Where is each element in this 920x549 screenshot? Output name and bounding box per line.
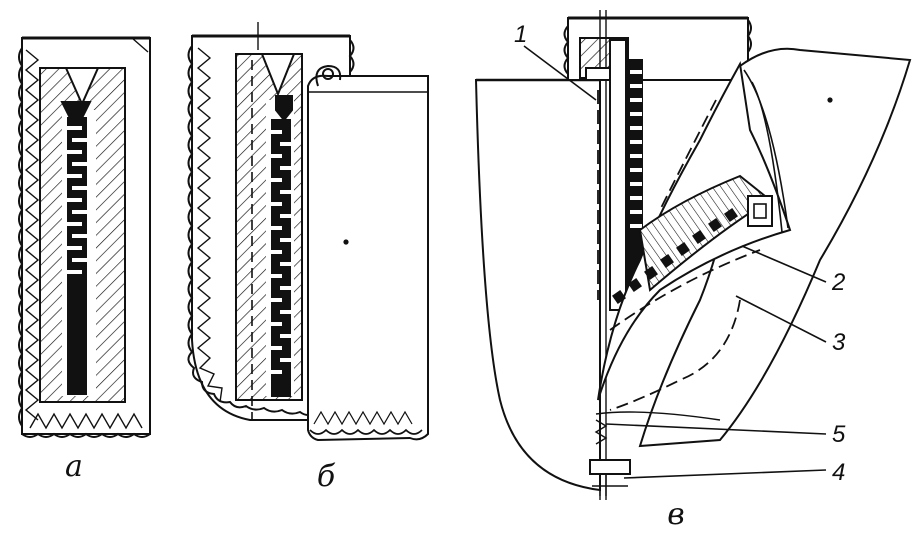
callout-1: 1 <box>514 21 527 48</box>
zipper-slider <box>275 95 293 122</box>
leader-2 <box>741 245 827 283</box>
zipper-teeth-diagonal <box>612 208 738 304</box>
callout-leaders <box>523 45 827 479</box>
zigzag-left <box>24 49 40 421</box>
panel-c <box>474 10 912 500</box>
panel-b <box>187 22 429 442</box>
overlock-edge-bottom <box>21 432 151 438</box>
callout-3: 3 <box>832 329 846 356</box>
panel-label-c: в <box>667 497 684 532</box>
zipper-teeth <box>67 117 87 395</box>
callout-2: 2 <box>831 269 845 296</box>
panel-label-a: а <box>65 449 83 484</box>
leader-4 <box>623 469 827 479</box>
callout-5: 5 <box>832 421 846 448</box>
panel-a <box>18 36 151 438</box>
overlock-edge-left <box>18 47 24 427</box>
leader-5 <box>605 423 827 435</box>
leader-1 <box>523 45 597 101</box>
panel-label-b: б <box>317 459 336 494</box>
callout-4: 4 <box>832 459 845 486</box>
leader-3 <box>735 295 827 343</box>
front-flap <box>307 74 429 442</box>
zipper-teeth <box>271 119 291 397</box>
fabric-left <box>474 79 601 492</box>
overlock-edge-curve <box>187 45 317 416</box>
